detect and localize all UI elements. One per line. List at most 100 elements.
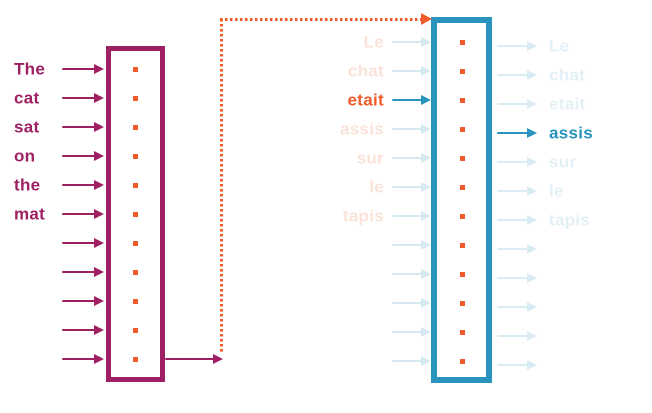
decoder-input-word: Le: [363, 32, 384, 52]
encoder-box: [106, 46, 165, 382]
encoder-cell-square: [133, 327, 138, 333]
encoder-input-arrow: [62, 93, 104, 103]
encoder-output-arrow-line: [165, 357, 215, 361]
encoder-input-arrow: [62, 238, 104, 248]
encoder-input-arrow-line: [62, 328, 96, 332]
decoder-output-arrow-head-icon: [527, 273, 537, 283]
encoder-cell-square: [133, 95, 138, 101]
decoder-input-arrow: [392, 356, 431, 366]
decoder-output-arrow: [497, 41, 537, 51]
encoder-input-arrow-head-icon: [94, 93, 104, 103]
decoder-output-arrow-head-icon: [527, 186, 537, 196]
decoder-output-arrow: [497, 215, 537, 225]
decoder-input-word: chat: [347, 61, 384, 81]
decoder-input-arrow-head-icon: [421, 37, 431, 47]
encoder-input-word: mat: [14, 204, 46, 224]
encoder-input-word: on: [14, 146, 36, 166]
decoder-input-arrow-head-icon: [421, 356, 431, 366]
encoder-input-arrow-head-icon: [94, 296, 104, 306]
decoder-output-arrow-head-icon: [527, 70, 537, 80]
decoder-input-arrow-line: [392, 301, 423, 305]
encoder-input-arrow-head-icon: [94, 238, 104, 248]
encoder-input-arrow-line: [62, 270, 96, 274]
decoder-output-arrow-head-icon: [527, 128, 537, 138]
decoder-input-arrow: [392, 182, 431, 192]
decoder-input-arrow: [392, 240, 431, 250]
encoder-input-arrow-line: [62, 67, 96, 71]
encoder-input-word: sat: [14, 117, 40, 137]
decoder-cell-square: [460, 329, 465, 335]
decoder-input-arrow-head-icon: [421, 66, 431, 76]
encoder-input-arrow-head-icon: [94, 267, 104, 277]
encoder-input-arrow-line: [62, 183, 96, 187]
decoder-cell-square: [460, 68, 465, 74]
encoder-output-arrow: [165, 354, 223, 364]
encoder-input-arrow: [62, 354, 104, 364]
decoder-input-arrow-line: [392, 156, 423, 160]
decoder-output-arrow-line: [497, 44, 529, 48]
encoder-input-arrow-head-icon: [94, 209, 104, 219]
encoder-cell-square: [133, 298, 138, 304]
decoder-output-arrow-head-icon: [527, 99, 537, 109]
decoder-output-arrow: [497, 273, 537, 283]
decoder-output-arrow-line: [497, 102, 529, 106]
decoder-input-arrow: [392, 269, 431, 279]
decoder-output-arrow-line: [497, 189, 529, 193]
decoder-output-arrow-line: [497, 247, 529, 251]
decoder-input-arrow: [392, 66, 431, 76]
decoder-cell-square: [460, 271, 465, 277]
decoder-cell-square: [460, 155, 465, 161]
decoder-output-arrow-line: [497, 276, 529, 280]
decoder-input-arrow-head-icon: [421, 327, 431, 337]
decoder-cell-square: [460, 126, 465, 132]
decoder-output-word: etait: [549, 94, 586, 114]
decoder-output-arrow: [497, 99, 537, 109]
encoder-input-arrow-line: [62, 125, 96, 129]
decoder-input-word: sur: [356, 148, 384, 168]
decoder-input-arrow-line: [392, 330, 423, 334]
encoder-input-arrow: [62, 209, 104, 219]
decoder-output-word: Le: [549, 36, 570, 56]
encoder-input-arrow-head-icon: [94, 122, 104, 132]
encoder-cell-square: [133, 356, 138, 362]
decoder-output-arrow: [497, 157, 537, 167]
decoder-input-arrow-head-icon: [421, 298, 431, 308]
encoder-input-arrow: [62, 151, 104, 161]
decoder-output-arrow: [497, 128, 537, 138]
encoder-cell-square: [133, 153, 138, 159]
encoder-input-word: cat: [14, 88, 40, 108]
encoder-cell-square: [133, 211, 138, 217]
decoder-output-arrow: [497, 186, 537, 196]
encoder-input-arrow-head-icon: [94, 180, 104, 190]
decoder-output-arrow-head-icon: [527, 244, 537, 254]
encoder-input-arrow: [62, 180, 104, 190]
decoder-output-arrow-head-icon: [527, 41, 537, 51]
decoder-output-word: assis: [549, 123, 594, 143]
decoder-output-arrow-head-icon: [527, 331, 537, 341]
decoder-input-arrow-line: [392, 214, 423, 218]
decoder-input-word: le: [369, 177, 384, 197]
decoder-cell-square: [460, 242, 465, 248]
decoder-input-arrow: [392, 211, 431, 221]
decoder-output-arrow: [497, 302, 537, 312]
decoder-input-arrow: [392, 298, 431, 308]
decoder-input-arrow-line: [392, 272, 423, 276]
decoder-output-arrow-line: [497, 218, 529, 222]
encoder-input-arrow-line: [62, 241, 96, 245]
decoder-input-arrow-line: [392, 98, 423, 102]
encoder-cell-square: [133, 66, 138, 72]
decoder-output-arrow: [497, 331, 537, 341]
decoder-input-word: etait: [347, 90, 384, 110]
context-vector-arrowhead-icon: [421, 13, 432, 25]
decoder-output-arrow-head-icon: [527, 360, 537, 370]
encoder-input-arrow-line: [62, 96, 96, 100]
decoder-input-arrow-head-icon: [421, 240, 431, 250]
decoder-output-arrow-line: [497, 73, 529, 77]
decoder-input-arrow: [392, 37, 431, 47]
decoder-cell-square: [460, 358, 465, 364]
decoder-input-arrow-head-icon: [421, 182, 431, 192]
decoder-output-arrow-line: [497, 160, 529, 164]
decoder-output-arrow: [497, 70, 537, 80]
encoder-input-arrow: [62, 325, 104, 335]
